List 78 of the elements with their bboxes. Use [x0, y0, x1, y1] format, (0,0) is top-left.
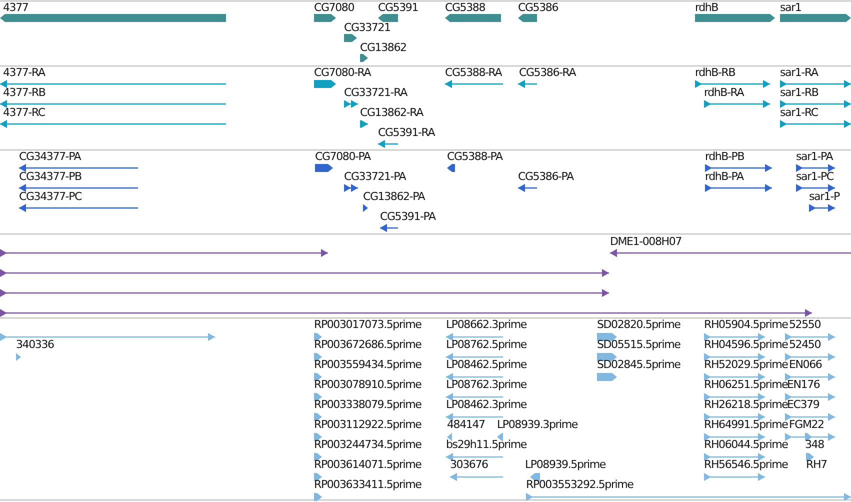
gene-label: CG5391-PA	[380, 211, 436, 223]
gene-label: rdhB-PB	[705, 151, 744, 163]
feature-label: LP08662.3prime	[446, 319, 526, 331]
feature-label: RH56546.5prime	[704, 459, 788, 471]
feature-label: EN066	[789, 359, 822, 371]
feature-label: 348	[805, 439, 824, 451]
gene-label: CG7080-PA	[315, 151, 370, 163]
feature-label: RP003338079.5prime	[314, 399, 422, 411]
feature-label: RP003078910.5prime	[314, 379, 422, 391]
feature-label: LP08462.5prime	[446, 359, 526, 371]
feature-label: RP003672686.5prime	[314, 339, 422, 351]
feature-label: RP003112922.5prime	[314, 419, 422, 431]
feature-label: RP003559434.5prime	[314, 359, 422, 371]
gene-label: CG7080	[314, 2, 354, 14]
feature-label: 52450	[789, 339, 820, 351]
feature-label: 340336	[16, 339, 54, 351]
feature-label: RH26218.5prime	[704, 399, 788, 411]
feature-label: FGM22	[789, 419, 824, 431]
gene-label: CG5386	[518, 2, 558, 14]
feature-label: 52550	[789, 319, 820, 331]
gene-label: sar1-RC	[780, 107, 818, 119]
feature-label: RP003244734.5prime	[314, 439, 422, 451]
feature-label: RP003553292.5prime	[526, 479, 634, 491]
feature-label: 484147	[447, 419, 485, 431]
gene-label: rdhB-RA	[704, 87, 744, 99]
gene-label: CG5388-PA	[447, 151, 502, 163]
feature-label: RH06044.5prime	[704, 439, 788, 451]
feature-label: RH52029.5prime	[704, 359, 788, 371]
gene-label: CG5386-RA	[519, 67, 576, 79]
gene-label: CG5386-PA	[518, 171, 574, 183]
feature-label: RP003017073.5prime	[314, 319, 422, 331]
feature-label: LP08939.3prime	[497, 419, 578, 431]
feature-label: LP08762.5prime	[446, 339, 526, 351]
feature-label: SD02845.5prime	[597, 359, 680, 371]
feature-label: LP08939.5prime	[525, 459, 606, 471]
gene-label: CG5388	[445, 2, 485, 14]
feature-label: SD05515.5prime	[597, 339, 680, 351]
gene-label: CG34377-PB	[19, 171, 82, 183]
gene-label: sar1-RA	[780, 67, 818, 79]
feature-label: RH7	[806, 459, 827, 471]
feature-label: RP003614071.5prime	[314, 459, 422, 471]
gene-label: CG13862	[360, 42, 406, 54]
feature-label: bs29h11.5prime	[446, 439, 526, 451]
feature-label: EN176	[787, 379, 820, 391]
gene-label: 4377-RA	[3, 67, 45, 79]
gene-label: CG34377-PA	[19, 151, 81, 163]
gene-label: rdhB-RB	[695, 67, 736, 79]
gene-label: CG5391	[378, 2, 418, 14]
gene-label: 4377	[3, 2, 28, 14]
gene-label: CG5391-RA	[378, 127, 435, 139]
gene-label: CG33721-PA	[344, 171, 406, 183]
gene-label: sar1-RB	[780, 87, 818, 99]
gene-label: sar1-P	[809, 191, 840, 203]
feature-label: LP08762.3prime	[446, 379, 526, 391]
gene-label: CG33721-RA	[344, 87, 407, 99]
gene-label: CG33721	[344, 22, 390, 34]
gene-label: sar1-PC	[796, 171, 834, 183]
feature-label: EC379	[787, 399, 820, 411]
gene-label: sar1-PA	[796, 151, 833, 163]
feature-label: RP003633411.5prime	[314, 479, 422, 491]
gene-label: 4377-RB	[3, 87, 46, 99]
gene-label: CG13862-PA	[363, 191, 425, 203]
gene-label: 4377-RC	[3, 107, 45, 119]
feature-label: 303676	[450, 459, 488, 471]
feature-label: RH04596.5prime	[704, 339, 788, 351]
feature-label: LP08462.3prime	[446, 399, 526, 411]
gene-label: rdhB	[695, 2, 718, 14]
feature-label: RH64991.5prime	[704, 419, 788, 431]
feature-label: RH06251.5prime	[704, 379, 788, 391]
gene-label: CG34377-PC	[19, 191, 82, 203]
gene-label: CG5388-RA	[445, 67, 502, 79]
gene-label: CG7080-RA	[314, 67, 371, 79]
gene-label: CG13862-RA	[360, 107, 423, 119]
gene-label: DME1-008H07	[610, 236, 682, 248]
gene-label: sar1	[780, 2, 802, 14]
feature-label: SD02820.5prime	[597, 319, 680, 331]
feature-label: RH05904.5prime	[704, 319, 788, 331]
gene-label: rdhB-PA	[705, 171, 744, 183]
